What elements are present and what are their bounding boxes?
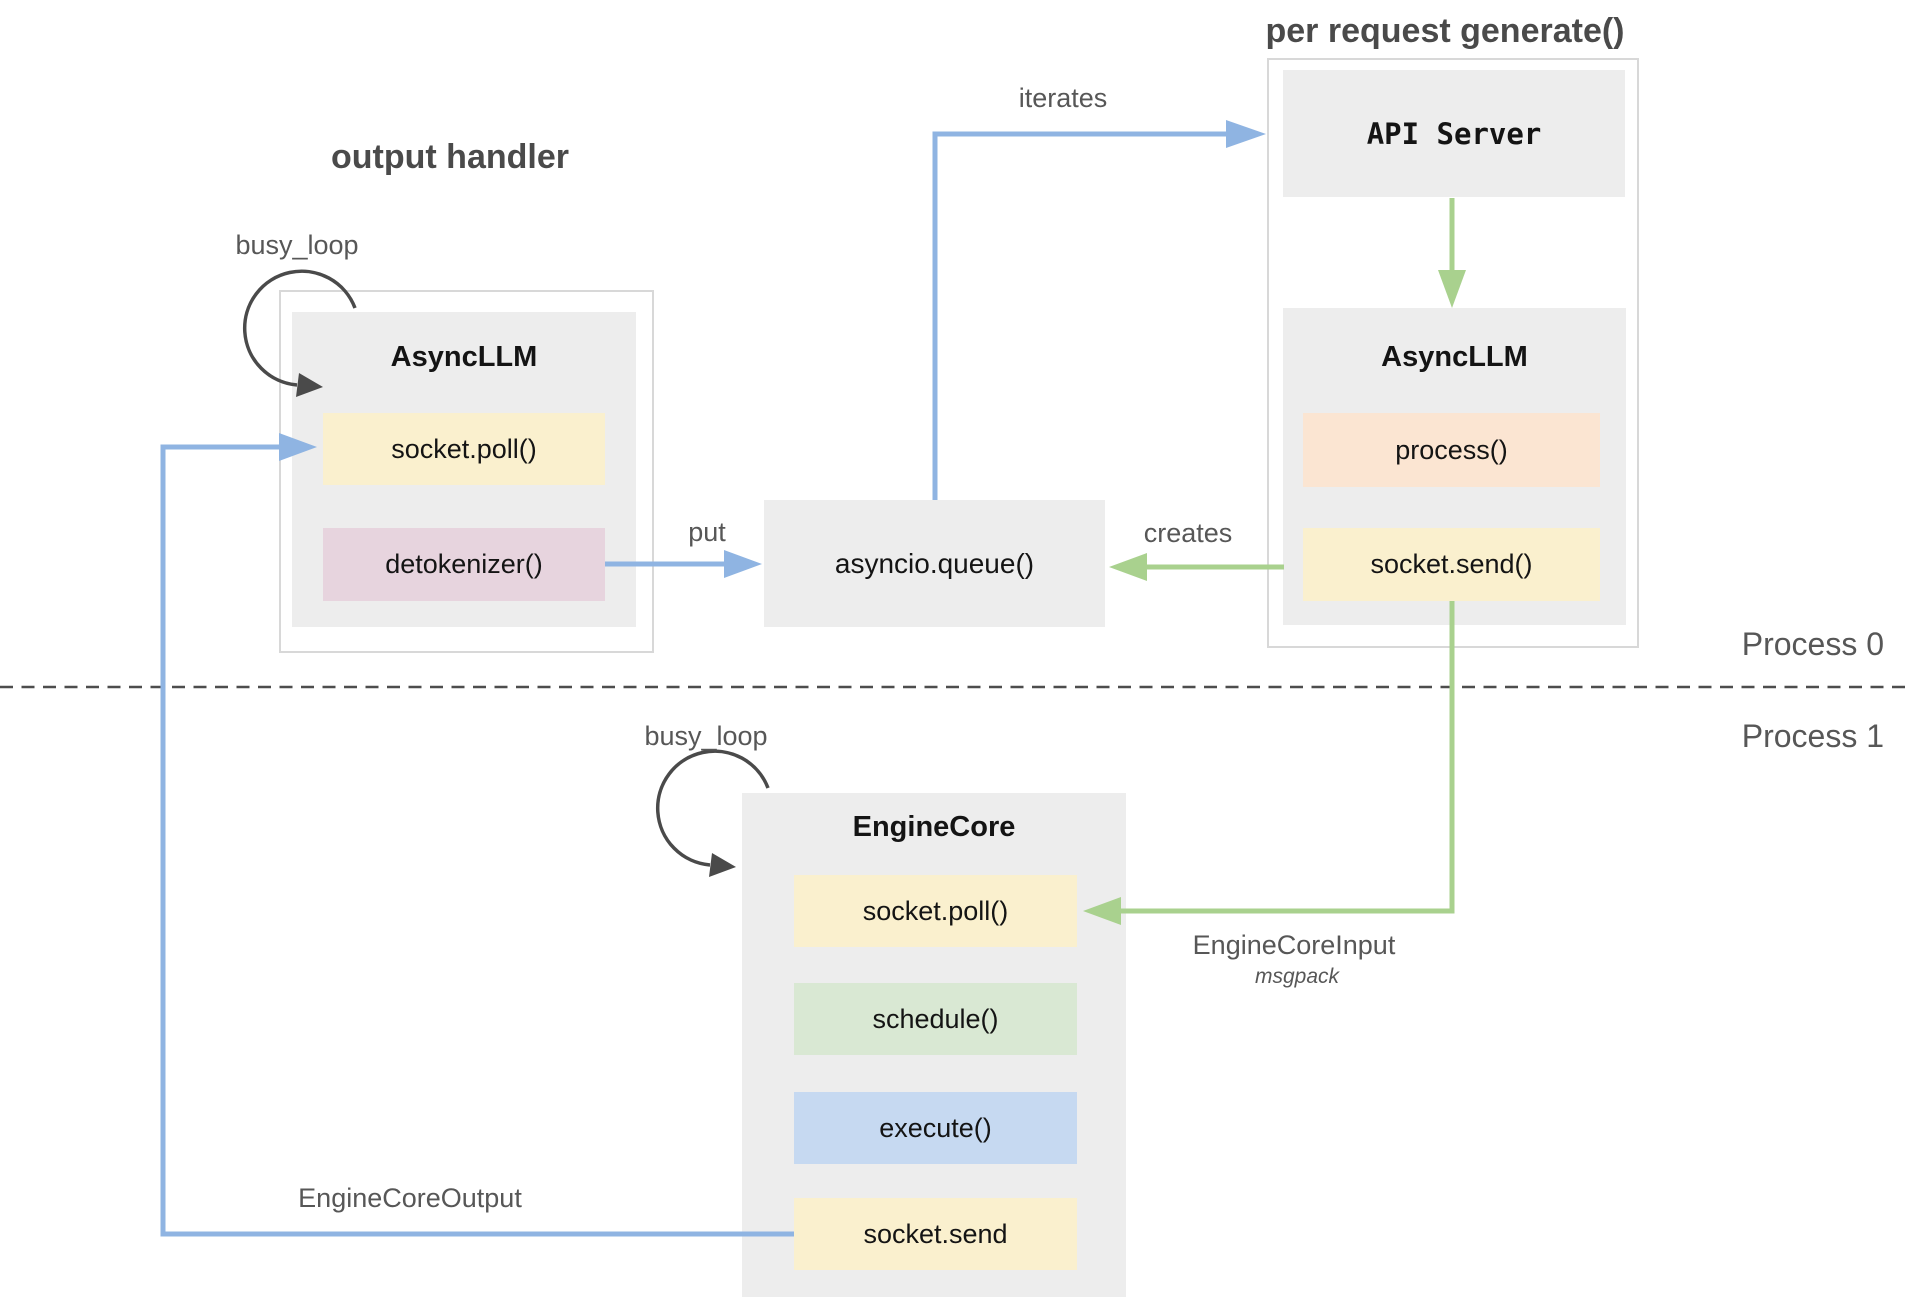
enginecore-input-label: EngineCoreInput (1192, 930, 1396, 960)
process-0-label: Process 0 (1741, 626, 1884, 662)
right-socket-send-box: socket.send() (1303, 528, 1600, 601)
arrowhead-creates (1109, 553, 1147, 581)
enginecore-title: EngineCore (852, 810, 1016, 843)
busy-loop-arrowhead-engine (709, 853, 736, 877)
iterates-label: iterates (1018, 83, 1108, 113)
detokenizer-box: detokenizer() (323, 528, 605, 601)
arrowhead-iterates (1226, 120, 1266, 148)
left-socket-poll-box: socket.poll() (323, 413, 605, 485)
process-box: process() (1303, 413, 1600, 487)
api-server-box (1283, 70, 1625, 197)
creates-label: creates (1143, 518, 1233, 548)
enginecore-output-label: EngineCoreOutput (298, 1183, 522, 1213)
right-asyncllm-title: AsyncLLM (1381, 340, 1528, 373)
ec-socket-send-box: socket.send (794, 1198, 1077, 1270)
ec-schedule-box: schedule() (794, 983, 1077, 1055)
asyncio-queue-box: asyncio.queue() (764, 500, 1105, 627)
process-1-label: Process 1 (1741, 718, 1884, 754)
arrowhead-put (724, 550, 762, 578)
left-asyncllm-title: AsyncLLM (390, 340, 538, 373)
arrow-iterates (932, 131, 1226, 500)
api-server-title: API Server (1366, 116, 1542, 151)
per-request-generate-title: per request generate() (1265, 12, 1625, 50)
busy-loop-label-engine: busy_loop (644, 721, 768, 751)
ec-socket-poll-box: socket.poll() (794, 875, 1077, 947)
output-handler-title: output handler (331, 138, 569, 176)
ec-execute-box: execute() (794, 1092, 1077, 1164)
put-label: put (688, 517, 726, 547)
busy-loop-label-left: busy_loop (235, 230, 359, 260)
msgpack-label: msgpack (1254, 965, 1340, 988)
